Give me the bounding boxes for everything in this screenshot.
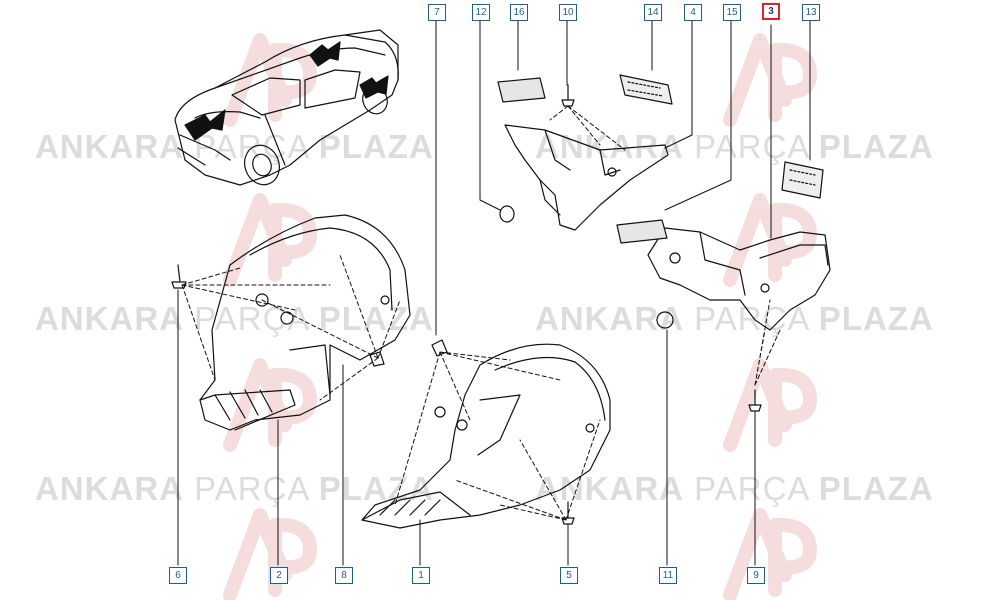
- callout-12: 12: [472, 4, 490, 21]
- callout-5: 5: [560, 567, 578, 584]
- screw-icon: [748, 389, 762, 412]
- car-illustration: [174, 29, 399, 186]
- rear-liner-upper: [499, 124, 669, 231]
- rear-liner-lower: [647, 227, 831, 331]
- callout-14: 14: [644, 4, 662, 21]
- callout-8: 8: [335, 567, 353, 584]
- bracket-13: [781, 161, 824, 199]
- watermark-logo-icon: [723, 358, 817, 452]
- callout-11: 11: [659, 567, 677, 584]
- callout-6: 6: [169, 567, 187, 584]
- screw-icon: [561, 84, 575, 107]
- callout-16: 16: [510, 4, 528, 21]
- watermark-logo-icon: [723, 508, 817, 600]
- callout-15: 15: [723, 4, 741, 21]
- bracket-14: [619, 74, 673, 105]
- watermark-logo-icon: [223, 193, 317, 287]
- watermark-logo-icon: [223, 508, 317, 600]
- clip-icon: [431, 339, 448, 357]
- callout-3-highlighted: 3: [762, 3, 780, 20]
- callout-13: 13: [802, 4, 820, 21]
- wheel-arch-liner-front: [361, 343, 611, 529]
- callout-2: 2: [270, 567, 288, 584]
- callout-10: 10: [559, 4, 577, 21]
- callout-4: 4: [684, 4, 702, 21]
- callout-7: 7: [428, 4, 446, 21]
- screw-icon: [561, 501, 575, 525]
- pad-16: [497, 77, 546, 103]
- small-parts: [171, 74, 824, 525]
- screw-icon: [171, 264, 187, 289]
- watermark-logo-icon: [723, 193, 817, 287]
- leader-lines: [177, 19, 811, 566]
- wheel-arch-liner-left: [199, 214, 411, 431]
- assembly-lines: [181, 105, 781, 521]
- pad-15: [616, 219, 668, 244]
- watermark-logo-icon: [223, 358, 317, 452]
- callout-9: 9: [747, 567, 765, 584]
- callout-1: 1: [412, 567, 430, 584]
